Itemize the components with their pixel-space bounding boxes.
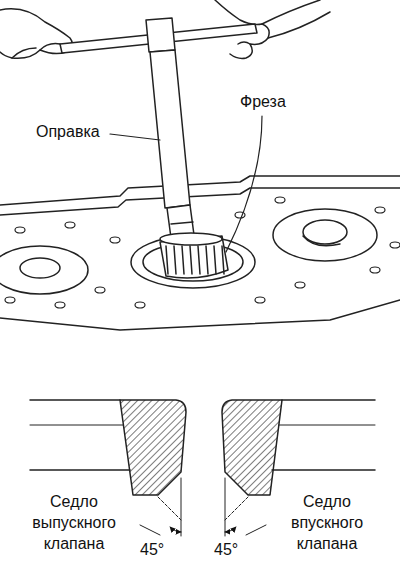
bolt-hole: [275, 197, 285, 203]
knurl-line: [174, 246, 176, 274]
part-label: Оправка: [36, 122, 100, 143]
bolt-holes: [5, 197, 400, 308]
knurl-line: [206, 246, 208, 274]
mandrel: [150, 50, 194, 238]
bolt-hole: [135, 302, 145, 308]
knurl-line: [222, 246, 224, 274]
exhaust-valve-seat: [30, 400, 186, 495]
part-label: Седло впускного клапана: [268, 492, 386, 554]
leader-line: [226, 116, 262, 252]
part-label: Фреза: [240, 92, 286, 113]
knurl-line: [190, 246, 192, 274]
bolt-hole: [375, 207, 385, 213]
angle-label: 45°: [214, 540, 238, 561]
knurl-line: [214, 246, 216, 274]
bolt-hole: [110, 237, 120, 243]
bolt-hole: [65, 222, 75, 228]
angle-mark: [140, 478, 266, 536]
leader-line: [110, 134, 160, 140]
knurl-line: [166, 246, 168, 274]
bolt-hole: [55, 302, 65, 308]
angle-label: 45°: [140, 540, 164, 561]
bolt-hole: [390, 242, 400, 248]
bolt-hole: [5, 297, 15, 303]
bolt-hole: [370, 267, 380, 273]
intake-valve-seat: [222, 400, 375, 495]
bolt-hole: [295, 282, 305, 288]
knurl-line: [198, 246, 200, 274]
cylinder-head: [0, 176, 400, 330]
bolt-hole: [95, 287, 105, 293]
t-handle: [60, 18, 257, 53]
bolt-hole: [15, 227, 25, 233]
cutter: [160, 233, 228, 278]
part-label: Седло выпускного клапана: [18, 492, 130, 554]
knurl-line: [182, 246, 184, 274]
bolt-hole: [255, 297, 265, 303]
